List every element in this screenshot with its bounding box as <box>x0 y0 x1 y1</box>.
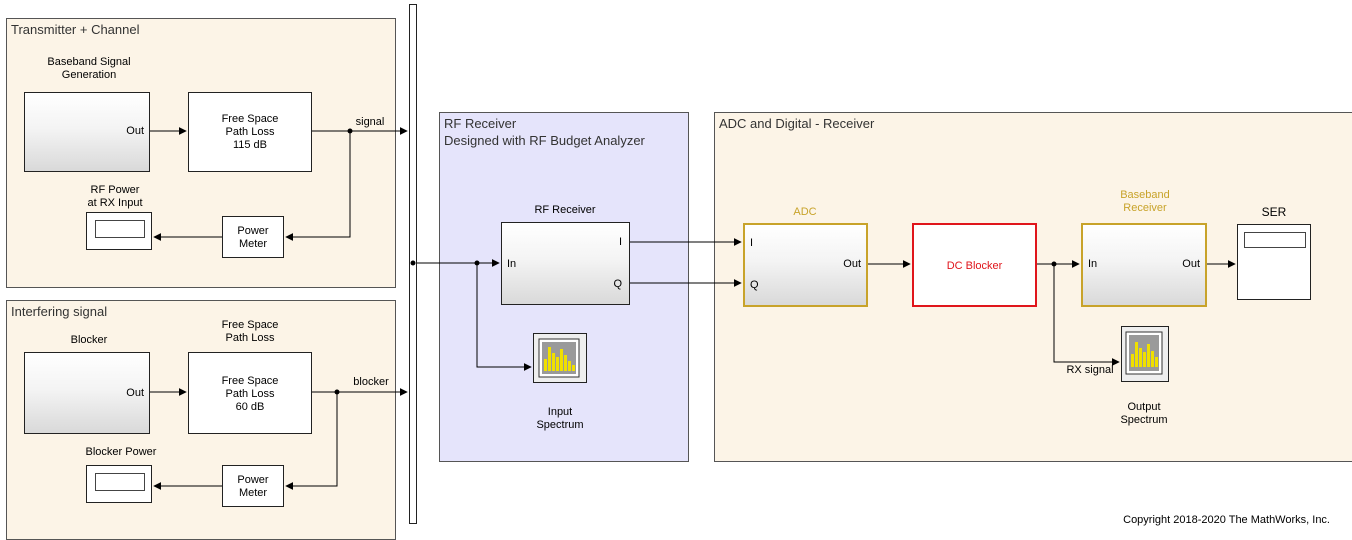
fspl-tx-text: Free Space Path Loss 115 dB <box>221 113 279 151</box>
wire-signal-to-powermeter <box>285 131 351 241</box>
display-readout <box>95 220 145 238</box>
adc-block[interactable]: I Q Out <box>743 223 868 307</box>
output-spectrum-label: Output Spectrum <box>1120 401 1168 426</box>
blocker-out-port: Out <box>126 387 144 399</box>
bb-in-port: In <box>1088 258 1098 270</box>
power-meter-tx-block[interactable]: Power Meter <box>222 216 284 258</box>
ser-display-block[interactable] <box>1237 224 1311 300</box>
rf-i-port: I <box>618 236 622 248</box>
blocker-source-block[interactable]: Out <box>24 352 150 434</box>
spectrum-icon <box>1125 331 1163 375</box>
adc-q-port: Q <box>750 279 759 291</box>
input-spectrum-label: Input Spectrum <box>536 406 584 431</box>
ser-label: SER <box>1261 205 1287 219</box>
power-meter-tx-text: Power Meter <box>237 225 269 250</box>
display-readout <box>95 473 145 491</box>
baseband-out-port: Out <box>126 125 144 137</box>
rf-receiver-block-label: RF Receiver <box>534 204 596 216</box>
baseband-receiver-block[interactable]: In Out <box>1081 223 1207 307</box>
output-spectrum-scope[interactable] <box>1121 326 1169 382</box>
blocker-power-display-label: Blocker Power <box>85 446 157 458</box>
area-title-transmitter: Transmitter + Channel <box>11 22 140 37</box>
wire-rx-to-output-spectrum <box>1053 264 1120 366</box>
free-space-path-loss-tx-block[interactable]: Free Space Path Loss 115 dB <box>188 92 312 172</box>
display-readout <box>1244 232 1306 248</box>
rx-signal-line-label: RX signal <box>1066 364 1114 376</box>
blocker-line-label: blocker <box>353 376 389 388</box>
baseband-signal-generation-block[interactable]: Out <box>24 92 150 172</box>
adc-out-port: Out <box>843 258 861 270</box>
signal-line-label: signal <box>355 116 385 128</box>
bb-out-port: Out <box>1182 258 1200 270</box>
dc-blocker-block[interactable]: DC Blocker <box>912 223 1037 307</box>
spectrum-icon <box>538 338 580 378</box>
fspl-blocker-text: Free Space Path Loss 60 dB <box>221 375 279 413</box>
power-meter-blocker-block[interactable]: Power Meter <box>222 465 284 507</box>
adc-block-label: ADC <box>793 206 817 218</box>
baseband-signal-generation-label: Baseband Signal Generation <box>47 56 131 81</box>
baseband-receiver-label: Baseband Receiver <box>1120 189 1170 214</box>
wire-rf-to-input-spectrum <box>476 263 532 371</box>
rf-in-port: In <box>507 258 517 270</box>
wire-blocker-to-powermeter <box>285 392 338 490</box>
rf-receiver-area: RF Receiver Designed with RF Budget Anal… <box>439 112 689 462</box>
rf-power-display-label: RF Power at RX Input <box>87 184 143 209</box>
rf-q-port: Q <box>613 278 622 290</box>
blocker-power-display-block[interactable] <box>86 465 152 503</box>
area-title-rf-receiver: RF Receiver Designed with RF Budget Anal… <box>444 116 645 148</box>
copyright-text: Copyright 2018-2020 The MathWorks, Inc. <box>1123 514 1330 526</box>
power-meter-blocker-text: Power Meter <box>237 474 269 499</box>
fspl-blocker-label: Free Space Path Loss <box>221 319 279 344</box>
rf-receiver-block[interactable]: In I Q <box>501 222 630 305</box>
free-space-path-loss-blocker-block[interactable]: Free Space Path Loss 60 dB <box>188 352 312 434</box>
input-spectrum-scope[interactable] <box>533 333 587 383</box>
area-title-interfering: Interfering signal <box>11 304 108 319</box>
rf-power-display-block[interactable] <box>86 212 152 250</box>
blocker-source-label: Blocker <box>70 334 108 346</box>
area-title-adc: ADC and Digital - Receiver <box>719 116 875 131</box>
dc-blocker-text: DC Blocker <box>946 260 1003 272</box>
adc-i-port: I <box>750 237 754 249</box>
